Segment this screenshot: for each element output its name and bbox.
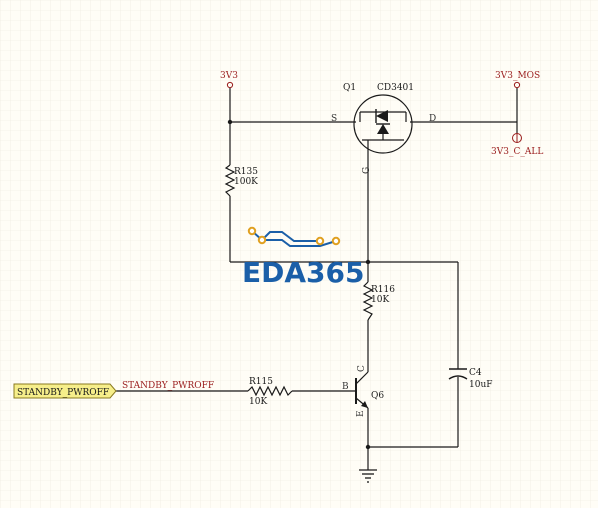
r116-value: 10K <box>371 295 389 305</box>
junction-dot <box>227 119 233 125</box>
watermark-text: EDA365 <box>242 256 365 289</box>
q6-pin-b: B <box>342 382 349 392</box>
ground-symbol <box>359 469 377 483</box>
r135-value: 100K <box>234 177 258 187</box>
q6-pin-c: C <box>357 365 367 372</box>
resistor-r135[interactable]: R135 100K <box>224 164 258 197</box>
q6-pin-e: E <box>356 410 366 417</box>
net-label-standby-pwroff: STANDBY_PWROFF <box>122 381 214 391</box>
power-port-3v3-mos[interactable]: 3V3_MOS <box>495 71 540 89</box>
c4-designator: C4 <box>469 368 482 378</box>
test-point-3v3-c-all[interactable]: 3V3_C_ALL <box>491 133 543 158</box>
q1-pin-g: G <box>362 167 372 174</box>
resistor-r116[interactable]: R116 10K <box>362 281 395 321</box>
q1-part-number: CD3401 <box>377 83 414 93</box>
junctions <box>227 119 371 450</box>
capacitor-c4[interactable]: C4 10uF <box>448 368 493 390</box>
port-label: STANDBY_PWROFF <box>17 388 109 398</box>
r116-designator: R116 <box>371 285 395 295</box>
junction-dot <box>365 444 371 450</box>
power-port-3v3[interactable]: 3V3 <box>220 71 238 89</box>
junction-dot <box>365 259 371 265</box>
r115-value: 10K <box>249 397 267 407</box>
c4-value: 10uF <box>469 380 493 390</box>
transistor-q6[interactable]: Q6 B C E <box>342 362 384 417</box>
eda365-watermark-logo: EDA365 <box>242 226 365 289</box>
wires <box>116 88 518 470</box>
power-net-3v3-label: 3V3 <box>220 71 238 81</box>
power-net-3v3-mos-label: 3V3_MOS <box>495 71 540 81</box>
q1-pin-s: S <box>331 114 337 124</box>
r115-designator: R115 <box>249 377 273 387</box>
mosfet-q1[interactable]: Q1 CD3401 S D G <box>331 83 436 174</box>
resistor-r115[interactable]: R115 10K <box>247 377 293 407</box>
power-net-3v3-c-all-label: 3V3_C_ALL <box>491 147 543 157</box>
q6-designator: Q6 <box>371 391 384 401</box>
q1-pin-d: D <box>429 114 436 124</box>
q1-designator: Q1 <box>343 83 356 93</box>
r135-designator: R135 <box>234 167 258 177</box>
port-standby-pwroff[interactable]: STANDBY_PWROFF <box>13 383 117 399</box>
